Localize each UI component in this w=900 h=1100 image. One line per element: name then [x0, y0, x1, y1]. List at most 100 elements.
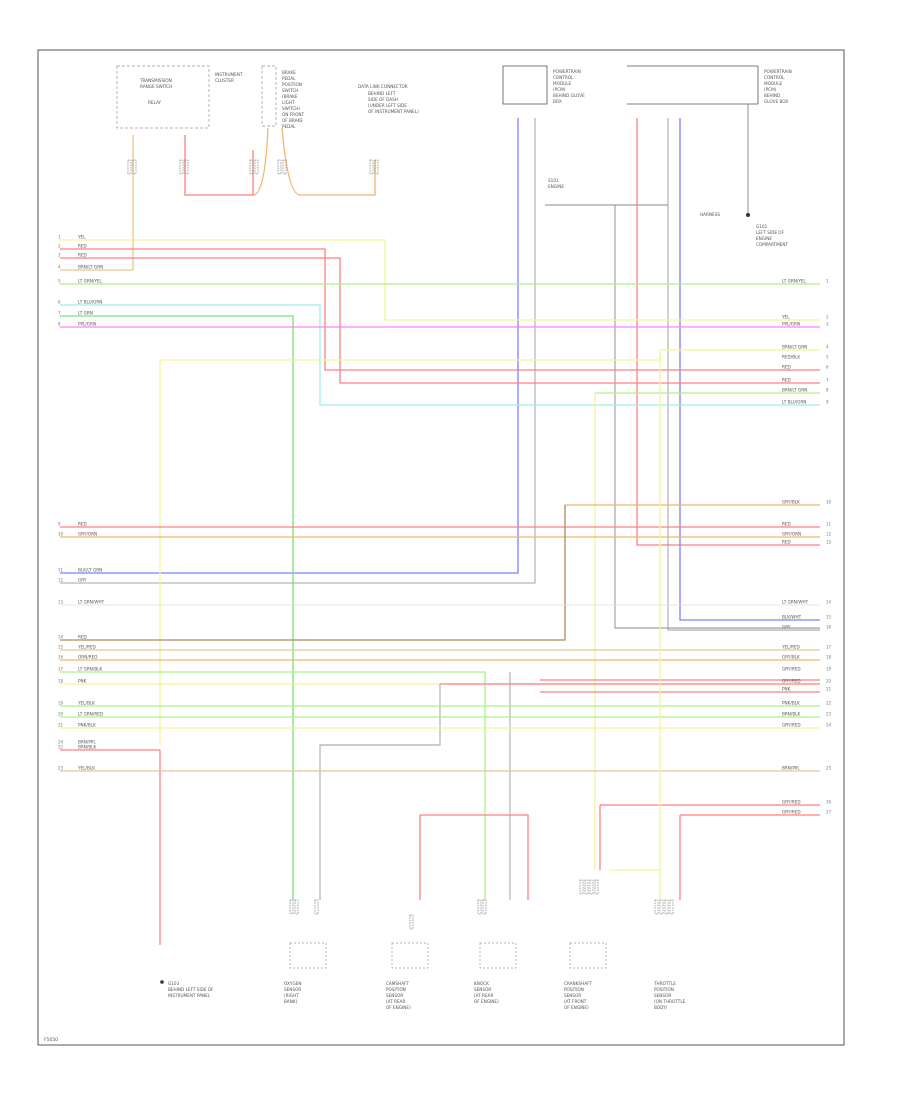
left-pin-number: 12 [58, 578, 64, 583]
module-label-line1: TRANSMISSION [139, 78, 172, 83]
bottom-component-label: (ON THROTTLE [654, 999, 686, 1004]
right-wire-label: GRY/RED [782, 810, 801, 815]
brake-label-5: LIGHT [282, 100, 295, 105]
right-pin-number: 21 [826, 687, 832, 692]
pcm-left-2: MODULE [553, 81, 572, 86]
left-wire-label: BRN/LT GRN [78, 265, 103, 270]
right-wire-label: GRY/BLK [782, 655, 800, 660]
pcm-right-4: BEHIND [764, 93, 780, 98]
right-wire-label: BRN/PPL [782, 766, 800, 771]
left-wire-label: BRN/PPL [78, 740, 96, 745]
right-pin-number: 14 [826, 600, 832, 605]
right-wire-label: GRY/ORN [782, 532, 801, 537]
cluster-label-line1: INSTRUMENT [215, 72, 243, 77]
pcm-right-3: (PCM) [764, 87, 777, 92]
right-pin-number: 4 [826, 345, 829, 350]
wire-gray-right-drop [667, 118, 820, 631]
pcm-left-3: (PCM) [553, 87, 566, 92]
bottom-component-label: SENSOR [474, 987, 491, 992]
pcm-right-1: CONTROL [764, 75, 785, 80]
right-wire-label: PNK [782, 687, 791, 692]
pcm-left-0: POWERTRAIN [553, 69, 581, 74]
right-pin-number: 19 [826, 667, 832, 672]
left-wire-label: LT GRN/BLK [78, 667, 103, 672]
left-wire-label: YEL/RED [77, 645, 96, 650]
g101-label-0: G101 [756, 224, 768, 229]
right-pin-number: 16 [826, 625, 832, 630]
dlc-label-2: SIDE OF DASH [368, 97, 398, 102]
left-pin-number: 6 [58, 300, 61, 305]
data-link-connector-label: DATA LINK CONNECTOR BEHIND LEFT SIDE OF … [358, 84, 419, 114]
ground-g101: G101 LEFT SIDE OF ENGINE COMPARTMENT [746, 104, 789, 247]
right-pin-number: 5 [826, 355, 829, 360]
right-wire-label: GRY/RED [782, 723, 801, 728]
wire-brn-ltgrn-top [60, 135, 134, 271]
diagram-frame [37, 49, 845, 1046]
left-pin-number: 5 [58, 279, 61, 284]
right-pin-number: 18 [826, 655, 832, 660]
right-pin-number: 8 [826, 388, 829, 393]
bottom-component-label: POSITION [654, 987, 674, 992]
right-pin-number: 17 [826, 645, 832, 650]
connector-ks [477, 899, 487, 915]
wire-orn-brake-left [252, 127, 269, 196]
left-pin-number: 4 [58, 265, 61, 270]
connector-o2 [289, 899, 299, 915]
right-wire-label: RED [782, 365, 791, 370]
wire-ltgrn-blk-vertical [60, 671, 486, 900]
bottom-component-label: OF ENGINE) [564, 1005, 589, 1010]
left-wire-label: RED [78, 253, 87, 258]
right-wire-label: BRN/BLK [782, 712, 801, 717]
wire-blue-right-drop [679, 118, 820, 621]
g101-label-3: COMPARTMENT [756, 242, 789, 247]
g101-label-1: LEFT SIDE OF [756, 230, 785, 235]
brake-label-8: OF BRAKE [282, 118, 303, 123]
connector-cmp [409, 914, 414, 930]
left-pin-number: 24 [58, 740, 64, 745]
right-wire-label: RED/BLK [782, 355, 800, 360]
left-wire-label: ORN/RED [78, 655, 98, 660]
wire-gray-s101-drop [614, 205, 820, 629]
right-pin-number: 6 [826, 365, 829, 370]
right-wire-label: PNK/BLK [782, 701, 800, 706]
right-pin-number: 24 [826, 723, 832, 728]
left-wire-label: YEL/BLK [77, 766, 95, 771]
right-pin-number: 12 [826, 532, 832, 537]
bottom-component-label: POSITION [564, 987, 584, 992]
right-wire-label: YEL [781, 315, 790, 320]
right-pin-number: 11 [826, 522, 832, 527]
left-pin-number: 20 [58, 712, 64, 717]
left-pin-number: 10 [58, 532, 64, 537]
left-pin-number: 13 [58, 600, 64, 605]
wire-red-bus-a [60, 248, 820, 371]
splice-s101: S101 ENGINE HARNESS [548, 178, 720, 217]
bottom-component-label: CAMSHAFT [386, 981, 409, 986]
bottom-component-label: SENSOR [386, 993, 403, 998]
bottom-component-label: BODY) [654, 1005, 668, 1010]
bottom-component-label: INSTRUMENT PANEL [168, 993, 211, 998]
left-wire-label: YEL [77, 235, 86, 240]
pcm-right-5: GLOVE BOX [764, 99, 788, 104]
pcm-left-4: BEHIND GLOVE [553, 93, 585, 98]
wire-blue-pcm [60, 118, 519, 574]
wire-ltgrn-vertical [60, 315, 294, 900]
wire-red-bus-b [60, 257, 820, 384]
left-pin-number: 17 [58, 667, 64, 672]
left-wire-label: LT GRN/WHT [78, 600, 105, 605]
left-wire-label: LT BLU/GRN [78, 300, 102, 305]
left-pin-number: 1 [58, 235, 61, 240]
left-wire-label: RED [78, 244, 87, 249]
bottom-component-label: SENSOR [564, 993, 581, 998]
dlc-label-0: DATA LINK CONNECTOR [358, 84, 408, 89]
right-pin-number: 23 [826, 712, 832, 717]
s101-label-2: HARNESS [700, 212, 720, 217]
right-wire-label: BRN/LT GRN [782, 388, 807, 393]
footer-code: F5050 [44, 1037, 58, 1043]
right-wire-label: GRY/BLK [782, 500, 800, 505]
top-left-module: TRANSMISSION RANGE SWITCH RELAY INSTRUME… [116, 65, 243, 129]
left-wire-label: LT GRN/YEL [78, 279, 103, 284]
left-wire-label: PPL/GRN [78, 322, 96, 327]
